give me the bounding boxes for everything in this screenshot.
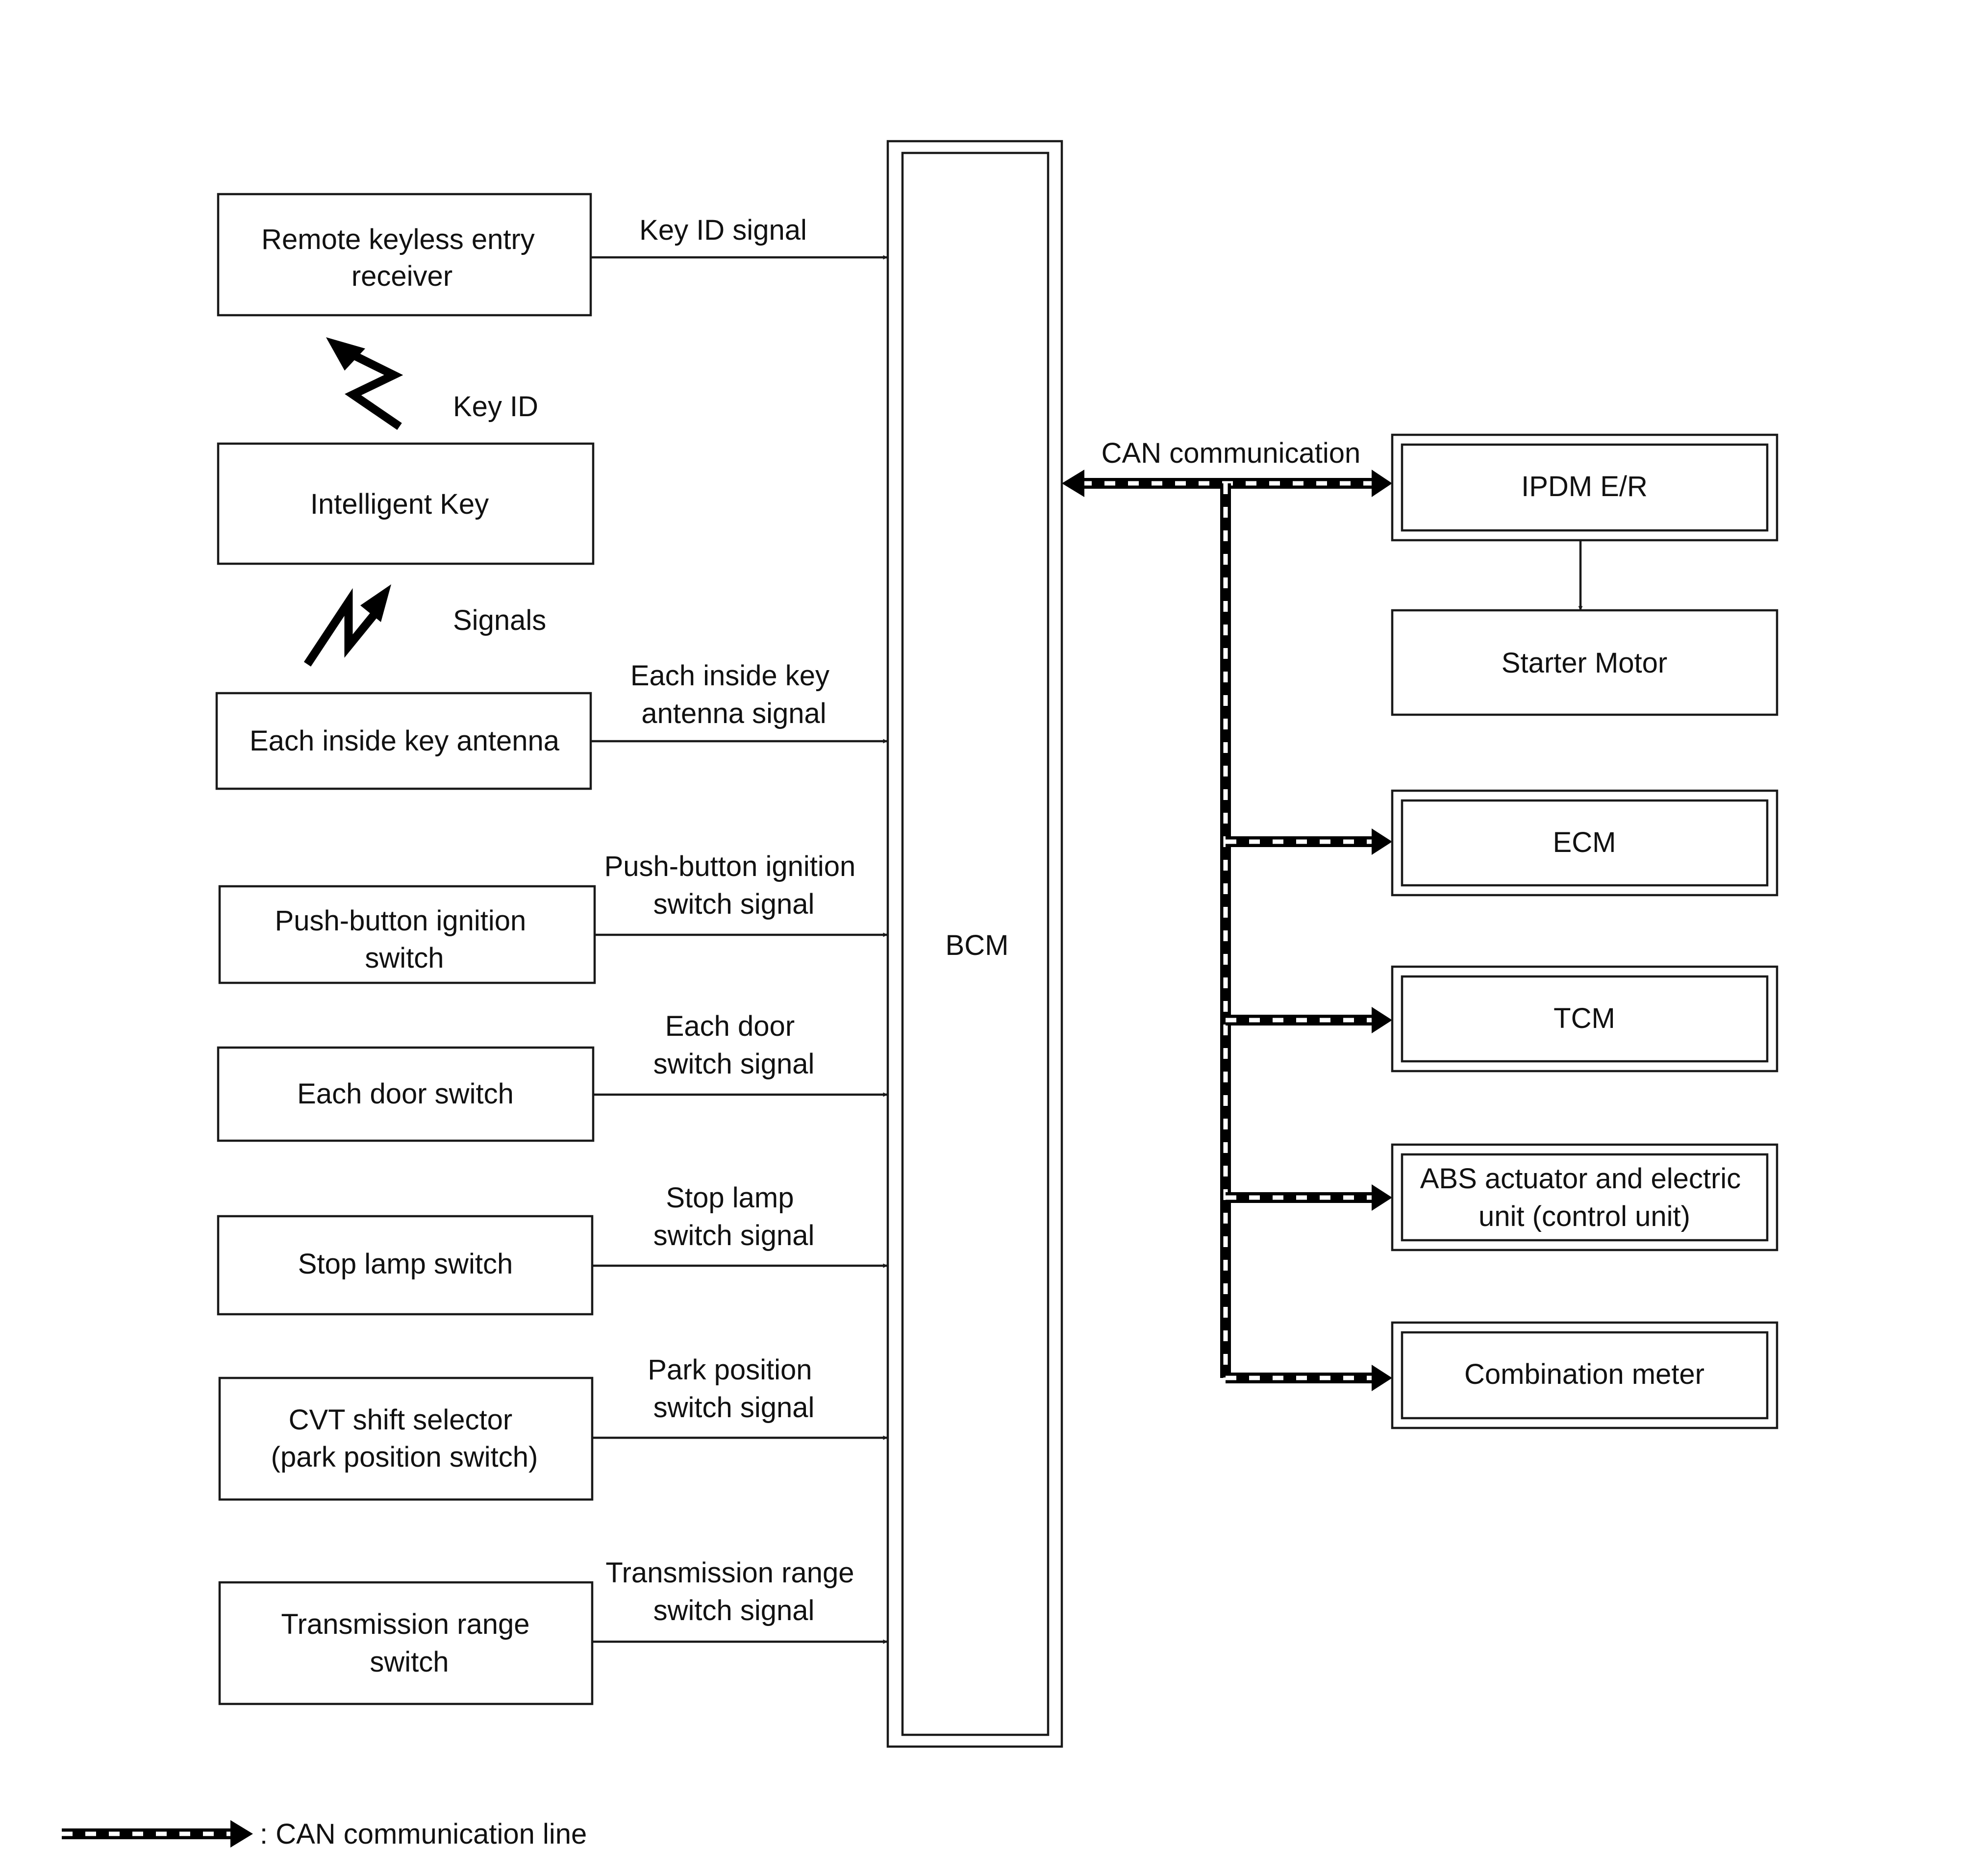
tcm-label: TCM: [1554, 1002, 1615, 1034]
ipdm-box: [1391, 433, 1779, 542]
combination-meter-box: [1391, 1321, 1779, 1429]
can-arrowhead-abs: [1372, 1184, 1392, 1211]
stop-lamp-signal-label: Stop lamp switch signal: [653, 1182, 815, 1251]
signals-label: Signals: [453, 604, 546, 636]
push-button-ignition-switch-box: [218, 885, 596, 984]
each-door-switch-box: [217, 1046, 595, 1142]
combination-meter-label: Combination meter: [1464, 1358, 1704, 1390]
cvt-shift-selector-box: [218, 1376, 594, 1501]
bcm-label: BCM: [946, 929, 1009, 961]
bcm-box: [886, 140, 1063, 1748]
stop-lamp-switch-box: [217, 1215, 594, 1316]
each-door-switch-label: Each door switch: [297, 1078, 514, 1110]
stop-lamp-switch-label: Stop lamp switch: [298, 1248, 513, 1280]
can-arrowhead-combination-meter: [1372, 1365, 1392, 1391]
each-inside-key-antenna-label: Each inside key antenna: [250, 725, 560, 757]
can-arrowhead-ecm: [1372, 828, 1392, 855]
inside-key-antenna-signal-label: Each inside key antenna signal: [630, 660, 837, 729]
ipdm-label: IPDM E/R: [1521, 471, 1648, 502]
park-position-signal-label: Park position switch signal: [648, 1354, 820, 1424]
ecm-label: ECM: [1553, 826, 1616, 858]
can-arrowhead-tcm: [1372, 1007, 1392, 1033]
abs-inner-border: [1401, 1153, 1769, 1242]
tcm-box: [1391, 965, 1779, 1073]
can-legend-label: : CAN communication line: [260, 1818, 587, 1850]
abs-label: ABS actuator and electric unit (control …: [1420, 1163, 1749, 1232]
transmission-range-signal-label: Transmission range switch signal: [605, 1557, 862, 1626]
key-id-radio-icon: [326, 337, 403, 430]
key-id-label: Key ID: [453, 391, 538, 423]
remote-keyless-entry-receiver-box: [217, 193, 592, 317]
intelligent-key-box: [217, 442, 595, 565]
can-arrowhead-ipdm: [1372, 470, 1392, 497]
push-button-ignition-switch-label: Push-button ignition switch: [275, 905, 534, 974]
remote-keyless-entry-receiver-label: Remote keyless entry receiver: [261, 224, 543, 292]
transmission-range-switch-box: [218, 1581, 594, 1705]
abs-box: [1391, 1143, 1779, 1251]
signals-radio-icon: [303, 584, 391, 667]
bcm-inner-border: [901, 151, 1050, 1736]
combination-meter-inner-border: [1401, 1331, 1769, 1420]
starter-motor-box: [1391, 609, 1779, 716]
can-legend-symbol: [62, 1820, 253, 1848]
tcm-inner-border: [1401, 975, 1769, 1063]
transmission-range-switch-label: Transmission range switch: [281, 1608, 537, 1678]
intelligent-key-label: Intelligent Key: [310, 488, 489, 520]
can-bus: [1062, 470, 1392, 1391]
cvt-shift-selector-label: CVT shift selector (park position switch…: [271, 1404, 538, 1473]
key-id-signal-label: Key ID signal: [639, 214, 807, 246]
ecm-inner-border: [1401, 799, 1769, 887]
ipdm-inner-border: [1401, 443, 1769, 532]
push-button-signal-label: Push-button ignition switch signal: [604, 850, 864, 920]
starter-motor-label: Starter Motor: [1502, 647, 1667, 679]
door-switch-signal-label: Each door switch signal: [653, 1010, 815, 1080]
can-arrowhead-bcm: [1062, 470, 1084, 497]
can-communication-label: CAN communication: [1102, 437, 1361, 469]
ecm-box: [1391, 789, 1779, 897]
